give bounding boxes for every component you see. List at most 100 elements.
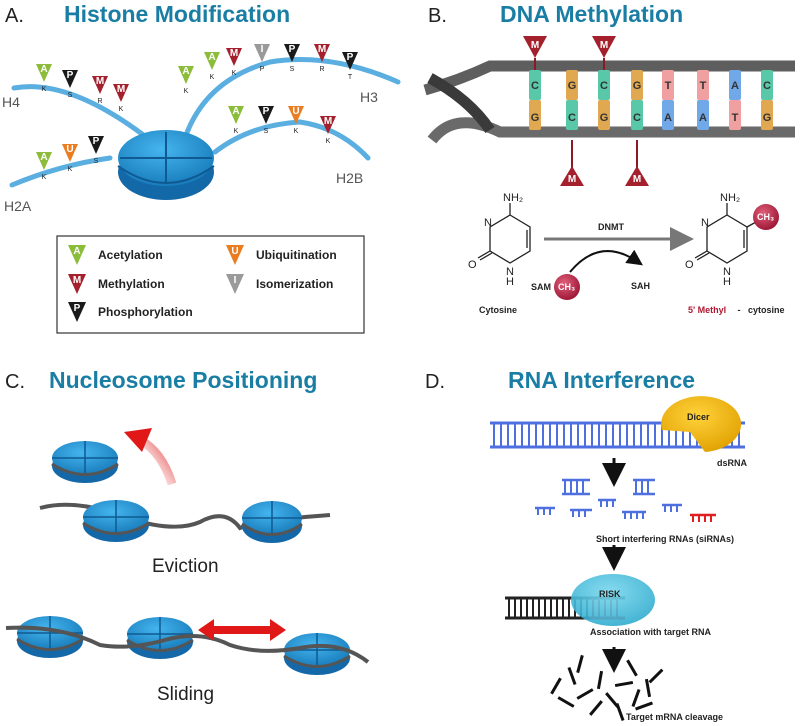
sirna-7 bbox=[662, 503, 682, 512]
nucleosome-1 bbox=[82, 500, 150, 542]
base-top-5 bbox=[697, 70, 709, 100]
sliding-dna bbox=[5, 625, 370, 664]
dna-methyl-mark-3: M bbox=[625, 140, 649, 186]
histone-tails bbox=[9, 57, 401, 188]
mcyt-o: O bbox=[685, 259, 694, 271]
mark-1-shape bbox=[62, 70, 78, 88]
residue-5: K bbox=[210, 74, 215, 81]
mcyt-n3: N bbox=[701, 217, 709, 229]
residue-9: R bbox=[319, 66, 324, 73]
product-methyl-ball bbox=[753, 204, 779, 230]
base-top-letter-5: T bbox=[700, 80, 707, 92]
mark-17-shape bbox=[88, 136, 104, 154]
mark-11-letter: A bbox=[232, 106, 239, 117]
panel-d-letter: D. bbox=[425, 371, 445, 393]
mark-15: A bbox=[36, 152, 52, 170]
base-top-letter-2: C bbox=[600, 80, 608, 92]
cyt-nh2: NH₂ bbox=[503, 192, 523, 204]
cleavage-label: Target mRNA cleavage bbox=[626, 712, 723, 722]
legend-icon-ubiq: U bbox=[226, 245, 244, 265]
mark-10-shape bbox=[342, 52, 358, 70]
dsrna-label: dsRNA bbox=[717, 458, 748, 468]
dna-methyl-letter-2: M bbox=[568, 174, 576, 185]
base-top-1 bbox=[566, 70, 578, 100]
sirna-target bbox=[690, 513, 716, 522]
legend-icon-methyl: M bbox=[68, 274, 86, 294]
legend-ubiquitination: Ubiquitination bbox=[256, 248, 337, 262]
legend-icon-acetyl-shape bbox=[68, 245, 86, 265]
legend-icon-ubiq-letter: U bbox=[231, 246, 238, 257]
legend-icon-isomer-letter: I bbox=[234, 275, 237, 286]
residue-2: R bbox=[97, 98, 102, 105]
base-top-letter-1: G bbox=[568, 80, 577, 92]
legend-methylation: Methylation bbox=[98, 277, 165, 291]
sirna-5 bbox=[598, 498, 616, 507]
mark-2-shape bbox=[92, 76, 108, 94]
mark-9-shape bbox=[314, 44, 330, 62]
panel-c-title: Nucleosome Positioning bbox=[49, 367, 317, 393]
label-h3: H3 bbox=[360, 89, 378, 105]
legend-icon-ubiq-shape bbox=[226, 245, 244, 265]
fragment-13 bbox=[626, 659, 638, 677]
tail-h3 bbox=[182, 57, 401, 141]
legend-icon-isomer: I bbox=[226, 274, 244, 294]
cyt-n3: N bbox=[484, 217, 492, 229]
base-top-letter-3: G bbox=[633, 80, 642, 92]
nucleosome-5 bbox=[283, 633, 351, 675]
panel-b-title: DNA Methylation bbox=[500, 1, 683, 27]
mark-9-letter: M bbox=[318, 44, 326, 55]
base-bottom-3 bbox=[631, 100, 643, 130]
mark-11: A bbox=[228, 106, 244, 124]
mark-15-letter: A bbox=[40, 152, 47, 163]
residue-4: K bbox=[184, 88, 189, 95]
residue-6: K bbox=[232, 70, 237, 77]
mark-3: M bbox=[113, 84, 129, 102]
mark-9: M bbox=[314, 44, 330, 62]
base-bottom-letter-4: A bbox=[664, 112, 672, 124]
cyt-n1: N bbox=[506, 266, 514, 278]
label-h2a: H2A bbox=[4, 198, 32, 214]
dna-methyl-shape-2 bbox=[560, 166, 584, 186]
sirna-4 bbox=[570, 508, 592, 517]
fragment-0 bbox=[550, 677, 562, 695]
mark-17: P bbox=[88, 136, 104, 154]
dicer-enzyme: Dicer bbox=[661, 396, 742, 452]
panel-c: C. Nucleosome Positioning Eviction Slidi… bbox=[5, 367, 370, 705]
base-bottom-letter-6: T bbox=[732, 112, 739, 124]
tail-h2b bbox=[212, 119, 371, 161]
legend-icon-phospho: P bbox=[68, 302, 86, 322]
nucleosome-4-divider bbox=[127, 617, 193, 651]
mark-4-letter: A bbox=[182, 66, 189, 77]
residue-7: P bbox=[260, 66, 265, 73]
mark-5-shape bbox=[204, 52, 220, 70]
base-bottom-letter-3: C bbox=[633, 112, 641, 124]
mark-7-shape bbox=[254, 44, 270, 62]
mark-6-shape bbox=[226, 48, 242, 66]
base-top-0 bbox=[529, 70, 541, 100]
base-bottom-0 bbox=[529, 100, 541, 130]
nucleosome-2-divider bbox=[242, 501, 302, 535]
mark-16: U bbox=[62, 144, 78, 162]
product-label-dash: - bbox=[735, 305, 743, 315]
nucleosome-2 bbox=[241, 501, 303, 543]
dna-methyl-letter-1: M bbox=[600, 40, 608, 51]
base-bottom-1 bbox=[566, 100, 578, 130]
eviction-arrow-head bbox=[124, 428, 152, 452]
mark-13-letter: U bbox=[292, 106, 299, 117]
legend-icon-phospho-shape bbox=[68, 302, 86, 322]
risk-complex: RISK bbox=[571, 574, 655, 626]
panel-b-letter: B. bbox=[428, 5, 447, 27]
sirna-1 bbox=[562, 478, 590, 496]
risk-label: RISK bbox=[599, 589, 621, 599]
product-label-methyl: 5' Methyl bbox=[688, 305, 726, 315]
fragment-14 bbox=[648, 668, 664, 684]
dna-methyl-shape-1 bbox=[592, 36, 616, 58]
panel-d: D. RNA Interference Dicer dsRNA Short in… bbox=[425, 367, 748, 722]
nucleosome-3-dna-wrap bbox=[16, 637, 84, 651]
fragment-10 bbox=[615, 703, 625, 721]
mcyt-h: H bbox=[723, 276, 731, 288]
residue-1: S bbox=[68, 92, 73, 99]
sirna-fragments bbox=[535, 478, 716, 522]
